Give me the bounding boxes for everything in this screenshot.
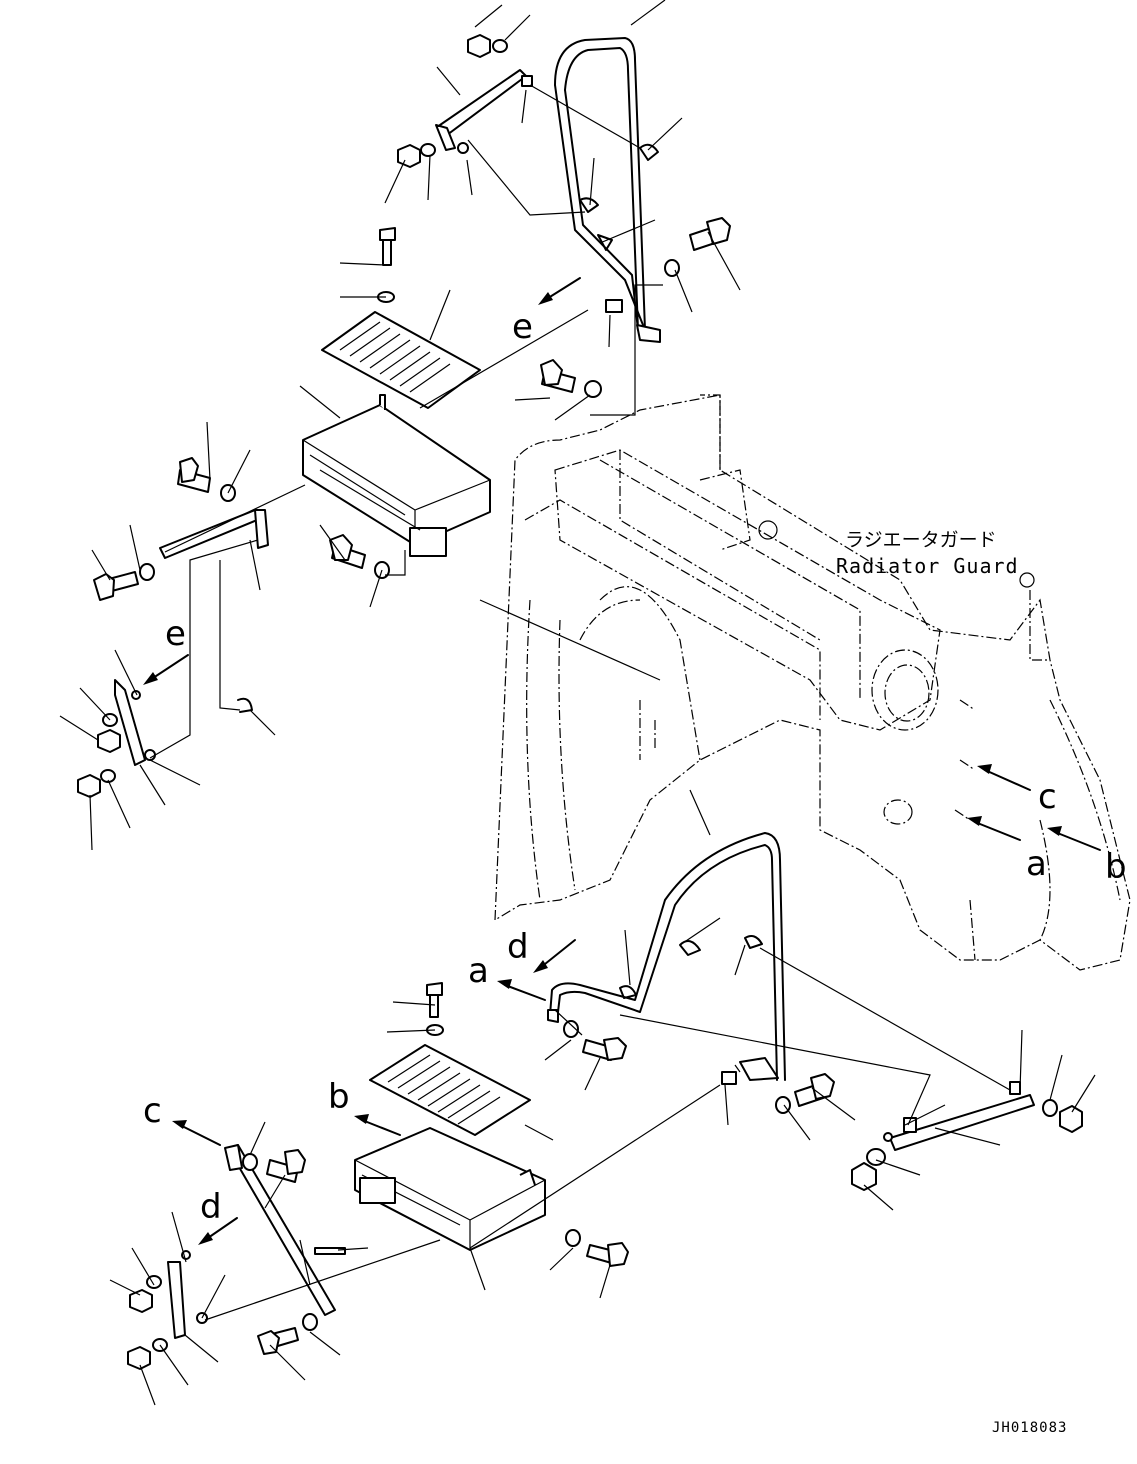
lower-handrail — [547, 832, 786, 1081]
direction-arrows — [143, 277, 1101, 1245]
upper-step-plate — [321, 311, 481, 409]
radiator-guard-frame — [494, 394, 1131, 971]
radiator-guard-label-en: Radiator Guard — [836, 554, 1019, 578]
callout-c-lower: c — [143, 1091, 162, 1131]
upper-stay-bracket — [435, 69, 532, 151]
callout-b-lower: b — [328, 1077, 350, 1117]
lower-step-plate — [369, 1044, 531, 1136]
callout-c-right: c — [1038, 777, 1057, 817]
callout-a-mid: a — [468, 951, 489, 991]
callout-d-lower: d — [200, 1187, 222, 1227]
callout-e-left: e — [165, 614, 186, 654]
lower-right-stay — [721, 1071, 1083, 1191]
drawing-code: JH018083 — [992, 1420, 1067, 1436]
radiator-guard-label-jp: ラジエータガード — [845, 529, 997, 551]
callout-a-right: a — [1026, 844, 1047, 884]
upper-step-box — [302, 394, 491, 557]
lower-step-box — [354, 1127, 546, 1251]
upper-screw — [377, 227, 396, 303]
leader-lines — [59, 0, 1096, 1406]
upper-handrail — [554, 37, 661, 343]
upper-fasteners — [397, 34, 731, 313]
lower-left-stay — [127, 1144, 629, 1370]
callout-d-mid: d — [507, 927, 529, 967]
callout-e-upper: e — [512, 307, 533, 347]
lower-screw — [426, 982, 627, 1061]
callout-b-right: b — [1105, 847, 1127, 887]
